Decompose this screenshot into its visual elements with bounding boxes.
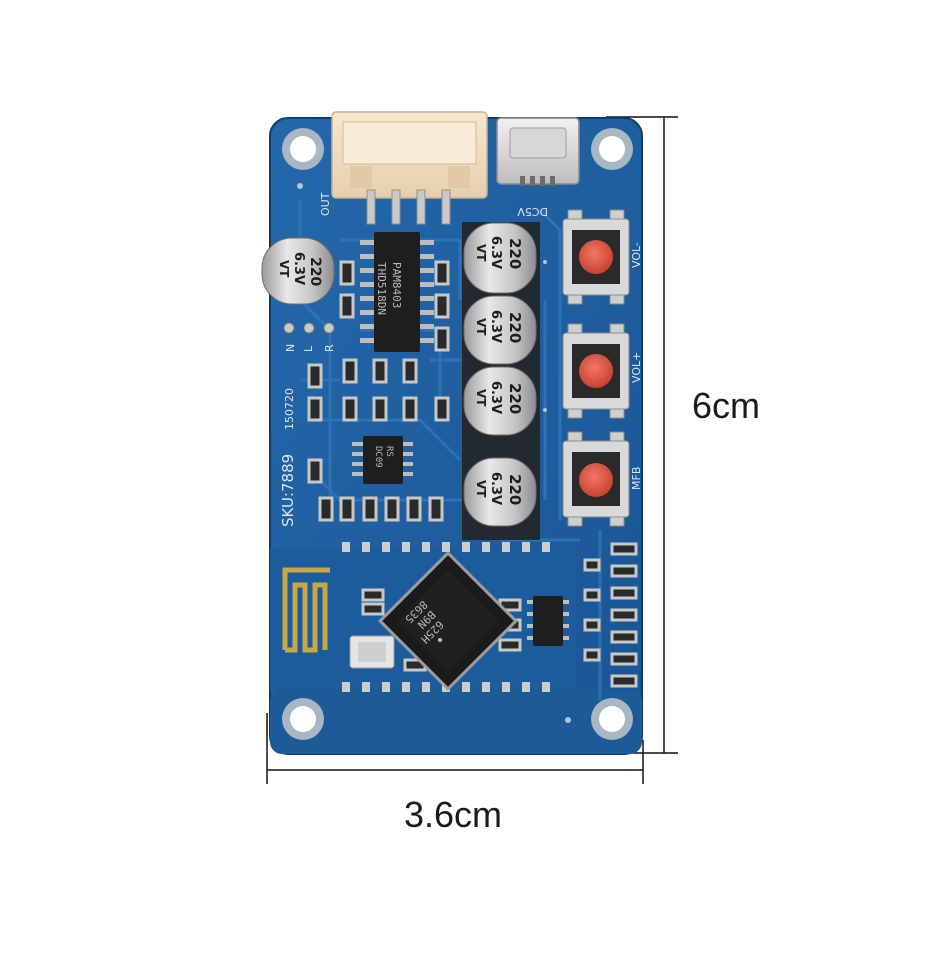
amplifier-chip-line2: THD518DN: [375, 262, 388, 315]
bluetooth-chip: 8635 B9N 625H: [377, 550, 519, 692]
silk-mfb-label: MFB: [630, 467, 643, 490]
amplifier-chip: PAM8403 THD518DN: [360, 232, 434, 352]
small-ic-line1: RS: [384, 446, 394, 457]
capacitor-2: 220 6.3V VT: [463, 295, 537, 365]
small-ic-line2: DC09: [373, 446, 383, 468]
capacitor-3-series: VT: [474, 389, 488, 407]
small-ic-chip: RS DC09: [352, 436, 413, 484]
capacitor-3: 220 6.3V VT: [463, 366, 537, 436]
capacitor-3-voltage: 6.3V: [488, 381, 503, 414]
capacitor-2-value: 220: [506, 312, 524, 343]
silk-date-label: 150720: [283, 388, 296, 430]
capacitor-side-voltage: 6.3V: [291, 252, 306, 285]
silk-r-label: R: [323, 344, 336, 352]
capacitor-4-value: 220: [506, 474, 524, 505]
smd-components-upper: [307, 260, 450, 522]
silk-vol-plus-label: VOL+: [630, 352, 643, 383]
regulator-chip: [527, 596, 569, 646]
vol-minus-button-cap[interactable]: [579, 240, 613, 274]
vol-plus-button[interactable]: [562, 323, 630, 419]
capacitor-3-value: 220: [506, 383, 524, 414]
mfb-button[interactable]: [562, 431, 630, 527]
mounting-hole-top-right: [591, 128, 633, 170]
amplifier-chip-line1: PAM8403: [390, 262, 403, 308]
audio-output-connector: [331, 111, 488, 225]
capacitor-1-value: 220: [506, 238, 524, 269]
height-dimension-label: 6cm: [692, 385, 761, 426]
silk-dc5v-label: DC5V: [517, 205, 548, 218]
capacitor-1: 220 6.3V VT: [463, 222, 537, 294]
width-dimension-label: 3.6cm: [404, 794, 503, 835]
line-input-pads: [283, 322, 335, 334]
vol-minus-button[interactable]: [562, 209, 630, 305]
capacitor-side: 220 6.3V VT: [261, 237, 335, 305]
vol-plus-button-cap[interactable]: [579, 354, 613, 388]
silk-vol-minus-label: VOL-: [630, 242, 643, 268]
mounting-hole-bottom-right: [591, 698, 633, 740]
bluetooth-module: [270, 542, 576, 692]
mounting-hole-top-left: [282, 128, 324, 170]
micro-usb-port: [496, 117, 580, 186]
silk-out-label: OUT: [319, 192, 332, 216]
capacitor-4-series: VT: [474, 480, 488, 498]
capacitor-1-series: VT: [474, 244, 488, 262]
mfb-button-cap[interactable]: [579, 463, 613, 497]
capacitor-side-value: 220: [307, 257, 323, 286]
pcb-antenna: [282, 567, 330, 653]
width-dimension-line: [266, 713, 644, 784]
capacitor-4-voltage: 6.3V: [488, 472, 503, 505]
smd-components-right: [583, 542, 638, 688]
capacitor-2-voltage: 6.3V: [488, 310, 503, 343]
silk-n-label: N: [284, 344, 297, 352]
mounting-hole-bottom-left: [282, 698, 324, 740]
capacitor-1-voltage: 6.3V: [488, 236, 503, 269]
capacitor-side-series: VT: [277, 260, 291, 278]
capacitor-4: 220 6.3V VT: [463, 457, 537, 527]
pcb-vias: [297, 183, 571, 723]
silk-l-label: L: [302, 345, 315, 352]
silk-sku-label: SKU:7889: [279, 454, 297, 527]
capacitor-column: 220 6.3V VT 220 6.3V VT 220 6.3V VT 220 …: [462, 222, 540, 540]
capacitor-2-series: VT: [474, 318, 488, 336]
